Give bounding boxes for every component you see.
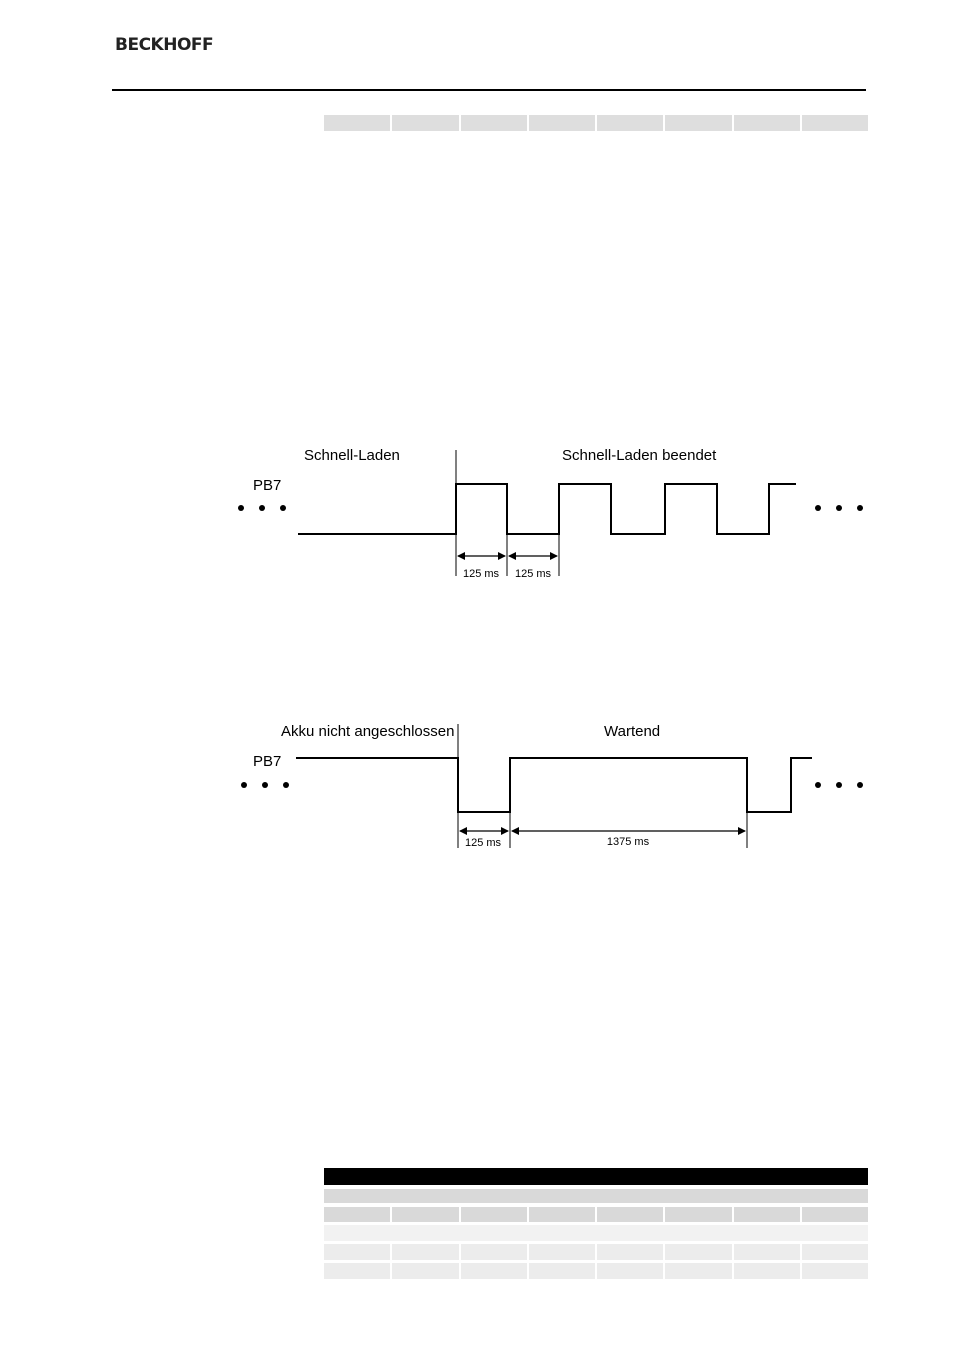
table-cell xyxy=(597,1207,664,1222)
table-cell xyxy=(801,1207,868,1222)
phase-label-right: Wartend xyxy=(604,723,660,740)
table-row xyxy=(324,1244,868,1260)
table-cell xyxy=(324,115,391,131)
table-cell xyxy=(392,1207,459,1222)
table-cell xyxy=(801,1263,868,1279)
table-cell xyxy=(665,1244,732,1260)
table-cell xyxy=(460,1207,527,1222)
table-row xyxy=(324,115,868,131)
timing-diagram-fast-charge-finished: Schnell-Laden Schnell-Laden beendet PB7 … xyxy=(238,447,863,580)
interval-label: 1375 ms xyxy=(607,836,650,848)
ellipsis-left xyxy=(241,782,289,788)
phase-label-left: Schnell-Laden xyxy=(304,447,400,464)
interval-label: 125 ms xyxy=(465,837,502,849)
table-cell xyxy=(528,1263,595,1279)
table-cell xyxy=(392,1263,459,1279)
signal-label: PB7 xyxy=(253,477,281,494)
table-row xyxy=(324,1263,868,1279)
ellipsis-right xyxy=(815,782,863,788)
table-cell xyxy=(801,115,868,131)
register-table xyxy=(324,1168,868,1279)
phase-label-right: Schnell-Laden beendet xyxy=(562,447,717,464)
table-cell xyxy=(460,1263,527,1279)
signal-label: PB7 xyxy=(253,753,281,770)
table-header xyxy=(324,1168,868,1185)
table-cell xyxy=(733,1263,800,1279)
table-cell xyxy=(460,115,527,131)
table-cell xyxy=(392,115,459,131)
table-cell xyxy=(324,1263,391,1279)
table-cell xyxy=(733,1244,800,1260)
table-subheader xyxy=(324,1189,868,1203)
interval-label: 125 ms xyxy=(463,568,500,580)
table-cell xyxy=(392,1244,459,1260)
table-cell xyxy=(665,1263,732,1279)
table-cell xyxy=(597,1244,664,1260)
header-rule xyxy=(112,89,866,91)
table-row xyxy=(324,1225,868,1241)
table-cell xyxy=(597,1263,664,1279)
timing-diagram-battery-not-connected: Akku nicht angeschlossen Wartend PB7 125… xyxy=(241,723,863,849)
interval-label: 125 ms xyxy=(515,568,552,580)
table-cell xyxy=(528,115,595,131)
table-cell xyxy=(733,1207,800,1222)
table-cell xyxy=(324,1244,391,1260)
table-cell xyxy=(665,115,732,131)
table-cell xyxy=(460,1244,527,1260)
table-cell xyxy=(597,115,664,131)
pb7-waveform xyxy=(296,757,812,813)
pb7-waveform xyxy=(298,483,796,535)
table-column-headers xyxy=(324,1207,868,1222)
table-cell xyxy=(528,1207,595,1222)
phase-label-left: Akku nicht angeschlossen xyxy=(281,723,454,740)
table-cell xyxy=(733,115,800,131)
beckhoff-logo: BECKHOFF xyxy=(115,35,214,55)
table-cell xyxy=(665,1207,732,1222)
ellipsis-left xyxy=(238,505,286,511)
table-cell xyxy=(801,1244,868,1260)
table-cell xyxy=(528,1244,595,1260)
table-cell xyxy=(324,1207,391,1222)
ellipsis-right xyxy=(815,505,863,511)
